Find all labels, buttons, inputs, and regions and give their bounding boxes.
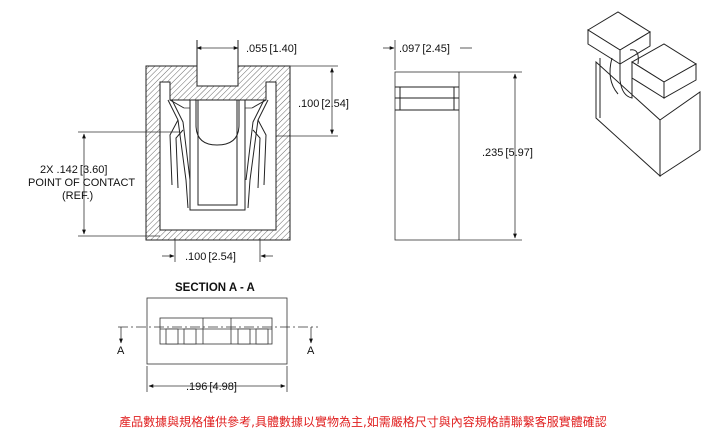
side-view	[394, 71, 460, 241]
contact-label-line2: POINT OF CONTACT	[28, 177, 135, 189]
isometric-view	[587, 11, 701, 178]
dim-point-of-contact: 2X .142[3.60] POINT OF CONTACT (REF.)	[28, 131, 180, 237]
section-marker-left: A	[117, 345, 125, 357]
dim-overall-height: .235[5.97]	[459, 71, 533, 241]
dim-pitch: .100[2.54]	[162, 238, 273, 263]
dim-side-width: .097[2.45]	[383, 40, 472, 70]
dim-pin-width: .055[1.40]	[196, 43, 297, 55]
contact-label-line3: (REF.)	[62, 190, 93, 202]
section-aa-view: A A	[117, 297, 318, 365]
dim-overall-length: .196[4.98]	[146, 366, 288, 393]
section-title: SECTION A - A	[175, 282, 255, 294]
dim-height-upper-text: .100[2.54]	[298, 98, 349, 110]
dim-overall-length-text: .196[4.98]	[186, 381, 237, 393]
front-section-view	[145, 40, 291, 241]
dim-height-upper: .100[2.54]	[276, 65, 349, 137]
housing-section	[145, 65, 291, 241]
contact-label-line1: 2X .142[3.60]	[40, 164, 107, 176]
section-marker-right: A	[307, 345, 315, 357]
dim-overall-height-text: .235[5.97]	[482, 147, 533, 159]
disclaimer-note: 產品數據與規格僅供參考,具體數據以實物為主,如需嚴格尺寸與內容規格請聯繫客服實體…	[119, 414, 607, 429]
dim-pitch-text: .100[2.54]	[185, 251, 236, 263]
dim-pin-width-text: .055[1.40]	[246, 43, 297, 55]
dim-side-width-text: .097[2.45]	[399, 43, 450, 55]
